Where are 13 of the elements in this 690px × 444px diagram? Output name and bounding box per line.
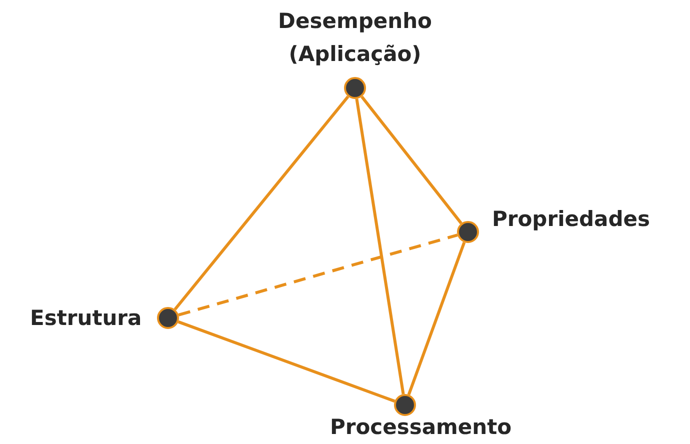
edge-line	[407, 242, 466, 396]
vertex-label: Propriedades	[492, 206, 650, 233]
edge-line	[174, 96, 350, 310]
edge-line	[360, 96, 462, 224]
dashed-edge	[178, 234, 458, 316]
vertex-label: Desempenho (Aplicação)	[277, 8, 433, 68]
edge-line	[355, 98, 405, 394]
vertex-label: Processamento	[330, 414, 512, 441]
vertex-dot	[157, 307, 179, 329]
vertex-label: Estrutura	[30, 305, 142, 332]
vertex-dot	[457, 221, 479, 243]
vertex-dot	[344, 77, 366, 99]
vertex-dot	[394, 394, 416, 416]
